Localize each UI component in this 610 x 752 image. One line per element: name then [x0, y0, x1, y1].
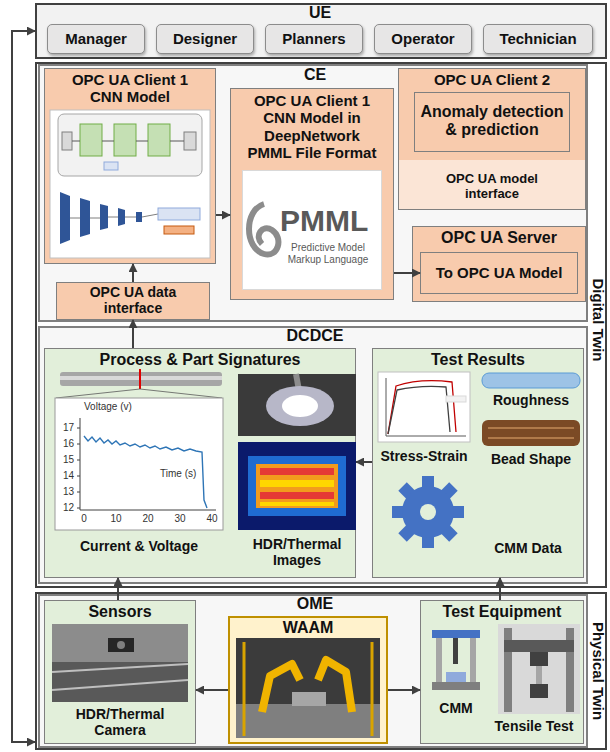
node-caption: Stress-Strain — [374, 448, 474, 464]
node-title: UE — [280, 4, 360, 22]
layer-band: DCDCE Process & Part SignaturesCurrent & … — [38, 326, 588, 584]
axis-tick-label: 12 — [56, 502, 74, 514]
role-box: Planners — [265, 24, 363, 54]
axis-tick-label: 16 — [56, 438, 74, 450]
logo-box: PMML Predictive Model Markup Language — [242, 170, 382, 290]
node-caption: HDR/Thermal Camera — [52, 706, 188, 738]
equipment-box: Test EquipmentCMMTensile Test — [420, 600, 584, 744]
node-title: Technician — [487, 30, 589, 47]
axis-tick-label: 0 — [74, 513, 94, 525]
node-title: Test Results — [378, 351, 578, 369]
layer-band: OME SensorsHDR/Thermal Camera WAAM Test Equ… — [38, 594, 588, 748]
arrow-connector — [12, 31, 35, 742]
node-caption: Roughness — [482, 392, 580, 408]
role-box: Operator — [374, 24, 472, 54]
axis-tick-label: 40 — [202, 513, 222, 525]
node-title: Operator — [378, 30, 468, 47]
role-box: Manager — [47, 24, 145, 54]
role-box: Designer — [156, 24, 254, 54]
node-caption: CMM — [428, 700, 484, 716]
node-title: PMML — [280, 204, 380, 239]
node-title: Test Equipment — [426, 603, 578, 621]
node-title: OPC UA Server — [418, 229, 580, 247]
node-title: OPC UA Client 1 CNN Model — [60, 71, 200, 106]
interface-box: OPC UA data interface — [56, 282, 210, 320]
axis-title: Time (s) — [160, 468, 202, 480]
node-title: Anomaly detection & prediction — [417, 103, 567, 140]
twin-band: Digital TwinCEOPC UA Client 1 CNN ModelO… — [35, 62, 607, 588]
axis-tick-label: 10 — [106, 513, 126, 525]
machine-box: WAAM — [228, 616, 388, 744]
axis-title: Voltage (v) — [84, 401, 164, 413]
client-box: OPC UA Client 2 OPC UA model interface Ano… — [398, 68, 586, 210]
axis-tick-label: 20 — [138, 513, 158, 525]
node-title: Planners — [269, 30, 359, 47]
node-title: WAAM — [234, 619, 382, 637]
node-title: Process & Part Signatures — [50, 351, 350, 369]
node-caption: Predictive Model Markup Language — [278, 242, 378, 265]
node-title: To OPC UA Model — [422, 264, 576, 281]
node-caption: Bead Shape — [482, 451, 580, 467]
node-caption: Tensile Test — [486, 718, 582, 734]
equipment-box: SensorsHDR/Thermal Camera — [44, 600, 196, 744]
data-box: Test ResultsStress-Strain RoughnessBead S… — [372, 348, 584, 578]
twin-band: Physical Twin OME SensorsHDR/Thermal Camer… — [35, 592, 607, 750]
axis-tick-label: 30 — [170, 513, 190, 525]
node-caption: Current & Voltage — [55, 538, 223, 554]
model-box: To OPC UA Model — [420, 252, 578, 294]
axis-tick-label: 15 — [56, 454, 74, 466]
node-title: OME — [285, 595, 345, 613]
function-box: Anomaly detection & prediction — [414, 92, 570, 152]
axis-tick-label: 13 — [56, 486, 74, 498]
axis-tick-label: 17 — [56, 422, 74, 434]
node-title: Digital Twin — [589, 278, 606, 361]
node-caption: OPC UA model interface — [442, 172, 542, 202]
node-title: OPC UA Client 2 — [404, 71, 580, 88]
node-title: Manager — [51, 30, 141, 47]
node-title: Physical Twin — [589, 622, 606, 720]
data-box: Process & Part SignaturesCurrent & Volta… — [44, 348, 356, 578]
role-box: Technician — [483, 24, 593, 54]
server-box: OPC UA Server To OPC UA Model — [412, 226, 586, 302]
node-title: Sensors — [50, 603, 190, 621]
node-title: Designer — [160, 30, 250, 47]
layer-band: UE Manager Designer Planners Operator Technic… — [35, 3, 607, 59]
layer-band: CE OPC UA Client 1 CNN ModelOPC UA data i… — [38, 64, 588, 322]
client-box: OPC UA Client 1 CNN Model in DeepNetwork… — [230, 88, 394, 300]
axis-tick-label: 14 — [56, 470, 74, 482]
node-title: DCDCE — [270, 327, 360, 345]
node-caption: CMM Data — [476, 540, 580, 556]
client-box: OPC UA Client 1 CNN Model — [44, 68, 216, 264]
node-caption: HDR/Thermal Images — [238, 536, 356, 568]
node-title: CE — [282, 66, 348, 84]
node-title: OPC UA Client 1 CNN Model in DeepNetwork… — [242, 92, 382, 161]
node-title: OPC UA data interface — [63, 284, 203, 316]
